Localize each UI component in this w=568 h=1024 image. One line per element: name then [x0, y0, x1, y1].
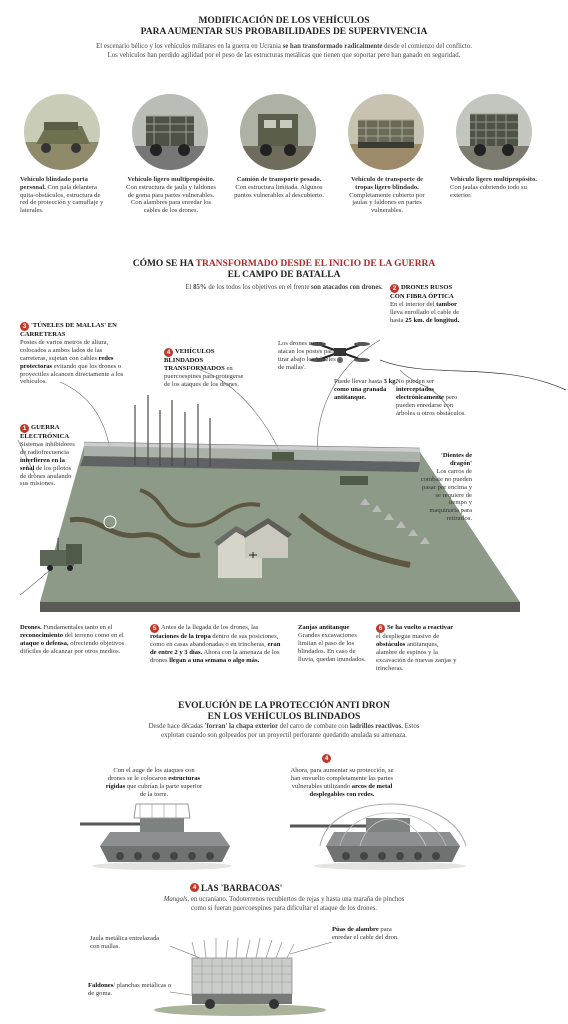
- fiber-optic-drone: [310, 342, 370, 363]
- vehicle-photo-2: [132, 94, 208, 170]
- callout-drone-payload: Puede llevar hasta 3 kg. como una granad…: [334, 378, 398, 401]
- jammer-vehicle: [40, 538, 82, 571]
- callout-anti-tank-ditches: Zanjas antitanque Grandes excavaciones l…: [298, 624, 366, 663]
- callout-drones-attack-poles: Los drones rusos atacan los postes para …: [278, 340, 336, 371]
- vehicle-photo-3: [240, 94, 316, 170]
- barbacoas-intro: Mangals, en ucraniano. Todoterrenos recu…: [163, 896, 405, 912]
- vehicle-caption-4: Vehículo de transporte de tropas ligero …: [349, 176, 425, 215]
- trench-1: [69, 516, 201, 559]
- jammer-signal-icon: [103, 515, 117, 529]
- vehicle-photo-5: [456, 94, 532, 170]
- barbacoa-spikes: [191, 937, 295, 961]
- tank-metal-arcs: [290, 803, 467, 870]
- small-drone: [249, 552, 257, 558]
- barbacoa-vehicle: [154, 937, 333, 1016]
- barbacoas-spikes-label: Púas de alambre para enredar el cable de…: [332, 926, 399, 941]
- terrain-side: [40, 602, 520, 612]
- anti-tank-ditch: [298, 512, 411, 568]
- tank-illustrations: [80, 803, 467, 870]
- evolution-left-caption: Con el auge de los ataques con drones se…: [105, 767, 203, 798]
- road-vehicle: [272, 452, 294, 461]
- evolution-right-caption: Ahora, para aumentar su protección, se h…: [290, 767, 394, 798]
- vehicle-photo-1: [24, 94, 100, 170]
- evolution-title: EVOLUCIÓN DE LA PROTECCIÓN ANTI DRON EN …: [178, 701, 390, 722]
- vehicle-caption-2: Vehículo ligero multipropósito. Con estr…: [126, 176, 216, 215]
- barbacoa-skirts: [192, 994, 292, 1004]
- evolution-intro: Desde hace décadas 'forran' la chapa ext…: [148, 723, 420, 739]
- abandoned-houses: [214, 518, 292, 578]
- dragon-teeth: [360, 498, 430, 544]
- page-intro: El escenario bélico y los vehículos mili…: [96, 43, 472, 59]
- battlefield-title: CÓMO SE HA TRANSFORMADO DESDE EL INICIO …: [132, 259, 436, 280]
- vehicle-gallery: Vehículo blindado porta personal. Con pa…: [20, 94, 550, 234]
- vehicle-photo-4: [348, 94, 424, 170]
- tank-rigid-cage: [80, 803, 232, 870]
- vehicle-caption-1: Vehículo blindado porta personal. Con pa…: [20, 176, 104, 215]
- mesh-road: [80, 456, 420, 472]
- vehicle-caption-5: Vehículo ligero multipropósito. Con jaul…: [450, 176, 537, 199]
- callout-dragon-teeth: 'Dientes de dragón' Los carros de combat…: [420, 452, 472, 523]
- battlefield-subtitle: El 85% de los todos los objetivos en el …: [185, 284, 383, 291]
- bare-trees: [134, 395, 211, 467]
- barbacoas-cage-label: Jaula metálica entrelazada con mallas.: [90, 935, 160, 950]
- mesh-tunnel: [84, 442, 420, 462]
- callout-drones: Drones. Fundamentales tanto en el recono…: [20, 624, 125, 655]
- vehicle-caption-3: Camión de transporte pesado. Con estruct…: [234, 176, 324, 199]
- barbacoas-skirts-label: Faldones/ planchas metálicas o de goma.: [88, 982, 172, 997]
- evolution-step-number: 4: [322, 754, 333, 772]
- tank-field: [340, 476, 368, 485]
- battlefield-illustration: [17, 339, 567, 612]
- page-title-line-1: MODIFICACIÓN DE LOS VEHÍCULOS: [198, 16, 370, 26]
- trench-2: [139, 488, 261, 528]
- callout-no-interception: No pueden ser interceptados electrónicam…: [396, 378, 466, 417]
- callout-mesh-tunnels: 3'TÚNELES DE MALLAS' EN CARRETERAS Poste…: [20, 322, 124, 386]
- page-title-line-2: PARA AUMENTAR SUS PROBABILIDADES DE SUPE…: [140, 27, 428, 37]
- page-title: MODIFICACIÓN DE LOS VEHÍCULOS PARA AUMEN…: [40, 16, 528, 38]
